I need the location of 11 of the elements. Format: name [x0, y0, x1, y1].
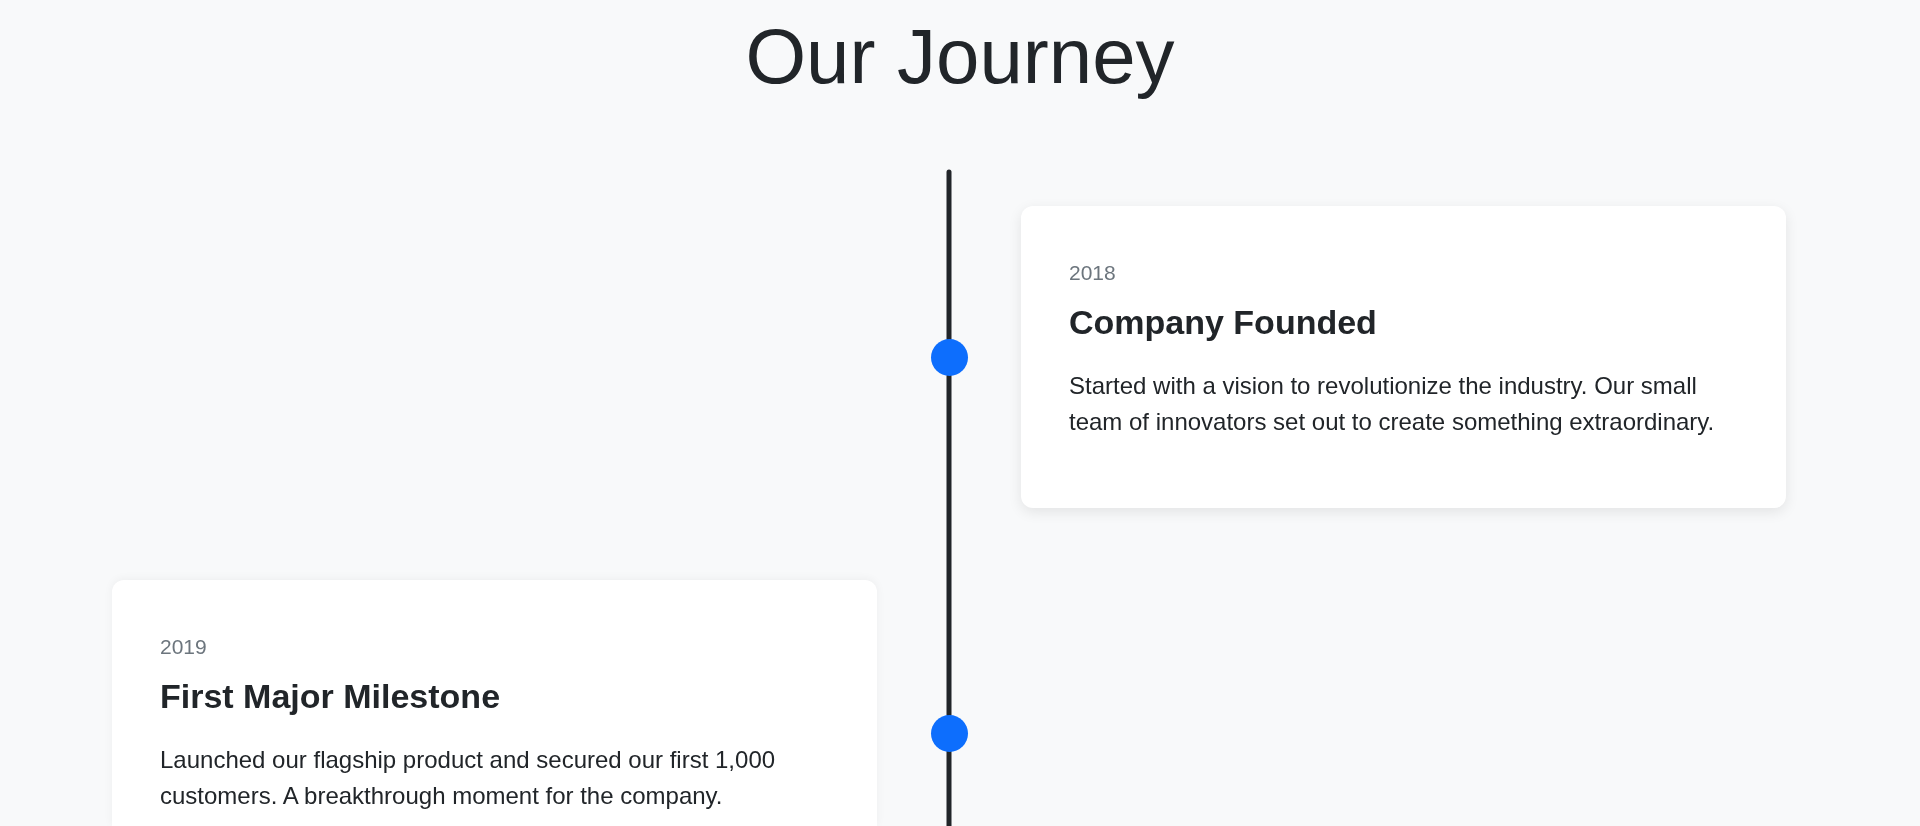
year-label: 2019 [160, 634, 207, 660]
milestone-heading: Company Founded [1069, 302, 1377, 342]
milestone-description: Started with a vision to revolutionize the industry. Our small team of innovators set out to create something extraordinary. [1069, 371, 1716, 437]
timeline-dot [930, 339, 968, 376]
timeline-line [946, 169, 952, 342]
milestone-description: Launched our flagship product and secured our first 1,000 customers. A breakthrough moment for the company. [160, 745, 777, 811]
timeline-line [946, 749, 952, 826]
year-label: 2018 [1069, 260, 1116, 286]
milestone-heading: First Major Milestone [160, 676, 501, 716]
timeline-dot [930, 714, 968, 752]
timeline-line [946, 373, 952, 717]
